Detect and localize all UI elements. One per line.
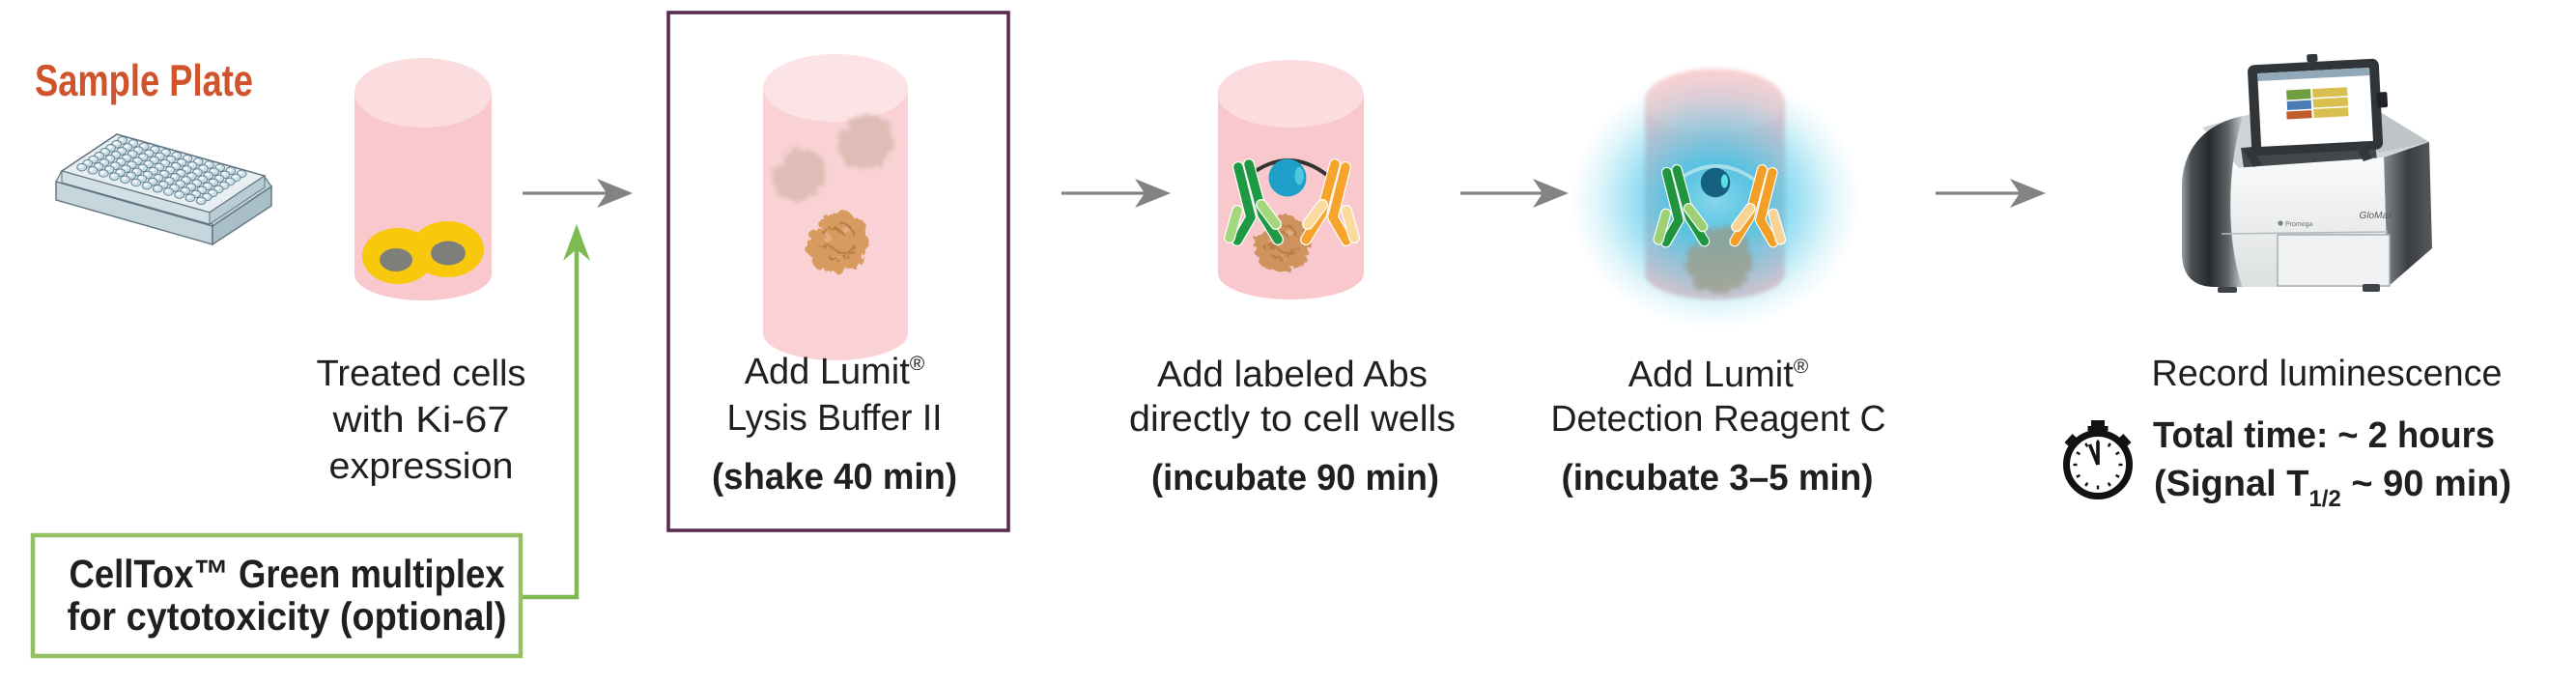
svg-text:expression: expression xyxy=(329,446,514,487)
svg-text:with Ki-67: with Ki-67 xyxy=(331,400,509,441)
svg-text:Sample Plate: Sample Plate xyxy=(35,55,253,105)
svg-text:(Signal T1/2 ~ 90 min): (Signal T1/2 ~ 90 min) xyxy=(2154,464,2511,512)
svg-text:Detection Reagent C: Detection Reagent C xyxy=(1551,399,1886,440)
svg-text:Treated cells: Treated cells xyxy=(317,354,526,394)
svg-text:(incubate 90 min): (incubate 90 min) xyxy=(1151,458,1439,499)
svg-text:for cytotoxicity (optional): for cytotoxicity (optional) xyxy=(68,594,507,639)
svg-text:Add Lumit®: Add Lumit® xyxy=(745,352,925,392)
svg-text:Lysis Buffer II: Lysis Buffer II xyxy=(727,398,943,439)
svg-text:(incubate 3–5 min): (incubate 3–5 min) xyxy=(1562,458,1874,499)
svg-text:Promega: Promega xyxy=(2285,221,2313,228)
svg-text:Record luminescence: Record luminescence xyxy=(2152,354,2503,394)
svg-text:CellTox™ Green multiplex: CellTox™ Green multiplex xyxy=(70,552,505,596)
svg-text:(shake 40 min): (shake 40 min) xyxy=(712,457,957,498)
svg-text:Total time: ~ 2 hours: Total time: ~ 2 hours xyxy=(2153,415,2495,456)
svg-text:directly to cell wells: directly to cell wells xyxy=(1129,399,1456,440)
svg-text:GloMax: GloMax xyxy=(2360,211,2393,221)
svg-text:Add Lumit®: Add Lumit® xyxy=(1628,355,1809,395)
svg-text:Add labeled Abs: Add labeled Abs xyxy=(1157,355,1428,395)
